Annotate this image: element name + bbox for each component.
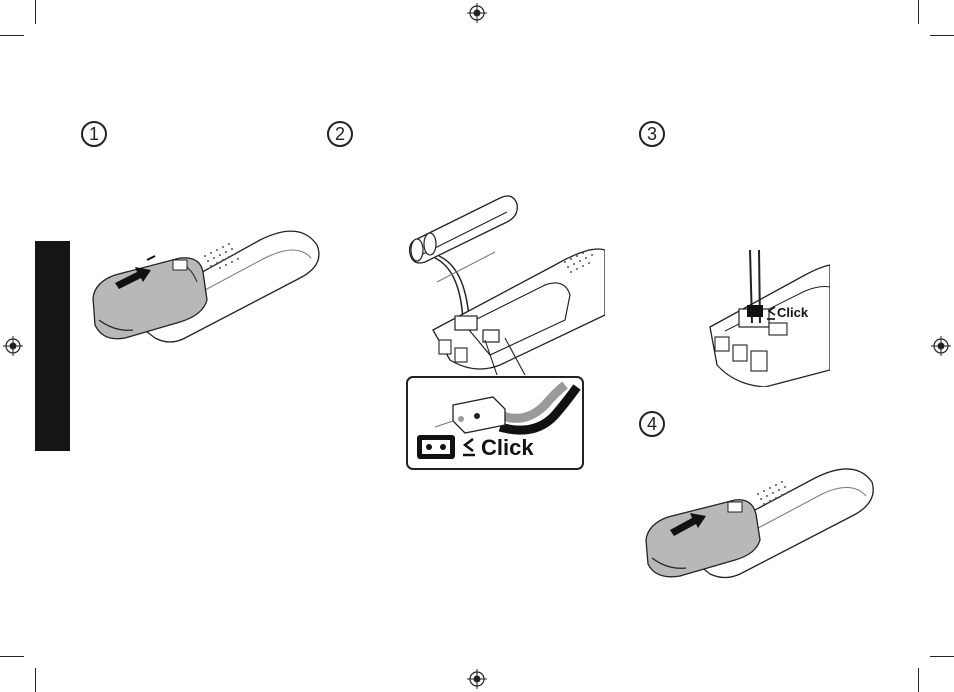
crop-mark-bl-v	[35, 668, 36, 692]
step-3-number: 3	[639, 121, 665, 147]
battery-pack	[410, 196, 518, 263]
connector-zoom-callout: Click	[405, 375, 585, 471]
step-2-illustration	[405, 190, 605, 375]
crop-mark-tr-v	[918, 0, 919, 24]
step-4-number: 4	[639, 411, 665, 437]
section-side-tab	[35, 241, 70, 451]
crop-mark-br-v	[918, 668, 919, 692]
registration-mark-bottom	[467, 669, 487, 689]
step-4-illustration	[640, 460, 878, 582]
crop-mark-tr-h	[930, 35, 954, 36]
click-label-small: Click	[777, 305, 809, 320]
crop-mark-tl-h	[0, 35, 24, 36]
crop-mark-tl-v	[35, 0, 36, 24]
step-2-number: 2	[327, 121, 353, 147]
connector-polarity-icon	[417, 435, 455, 459]
registration-mark-right	[931, 336, 951, 356]
registration-mark-left	[3, 336, 23, 356]
click-label-large: Click	[481, 435, 534, 460]
crop-mark-br-h	[930, 656, 954, 657]
step-1-number: 1	[81, 121, 107, 147]
crop-mark-bl-h	[0, 656, 24, 657]
step-3-illustration: Click	[705, 245, 830, 387]
registration-mark-top	[467, 3, 487, 23]
step-1-illustration	[85, 220, 325, 348]
